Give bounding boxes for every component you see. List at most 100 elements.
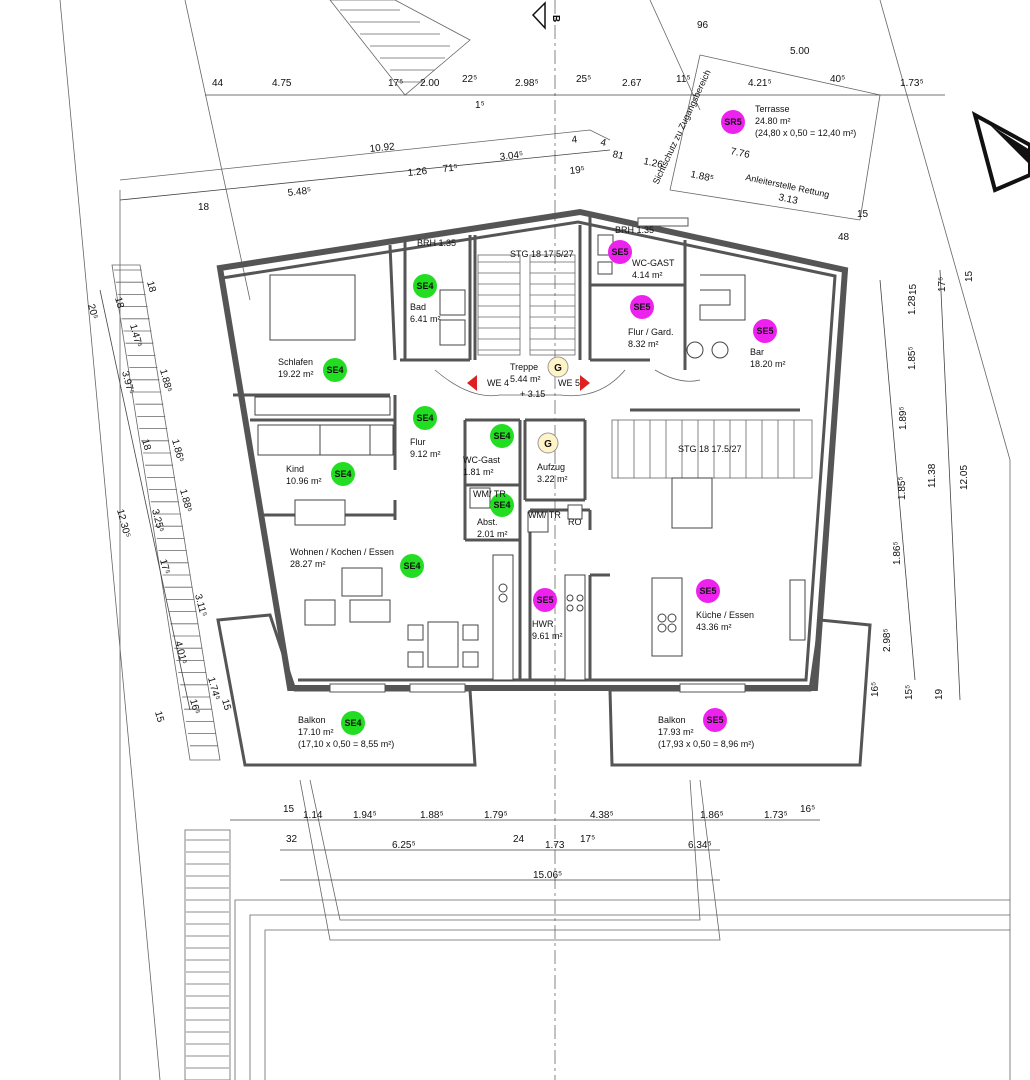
dim-left: 1.47⁵	[127, 323, 144, 349]
dim-313: 3.13	[777, 192, 799, 207]
room-name: Wohnen / Kochen / Essen	[290, 547, 394, 557]
dim-top: 44	[212, 78, 224, 89]
dim-second: 1.26	[642, 156, 664, 171]
dim-top: 22⁵	[462, 74, 477, 85]
unit-badge-wcgast5: SE5	[608, 240, 632, 264]
dim-top: 17⁵	[388, 78, 403, 89]
dim-bottom1: 1.88⁵	[420, 810, 444, 821]
room-area: 6.41 m²	[410, 314, 441, 324]
g-marker: G	[547, 356, 569, 378]
external-stairs-top	[329, 0, 471, 96]
north-arrow-icon	[971, 111, 1030, 193]
kitchen-counter-hwr	[564, 574, 586, 681]
dim-right: 12.05	[959, 465, 970, 490]
bed	[269, 274, 356, 341]
room-area: 43.36 m²	[696, 622, 732, 632]
external-stairs-left	[111, 264, 231, 1080]
unit-badge-schlafen: SE4	[323, 358, 347, 382]
badge-label: SE5	[633, 302, 650, 312]
unit-badge-kind: SE4	[331, 462, 355, 486]
badge-label: SE4	[493, 431, 510, 441]
dim-left: 1.74⁵	[205, 676, 222, 702]
room-name: Abst.	[477, 517, 498, 527]
unit-badge-wcgast4: SE4	[490, 424, 514, 448]
room-name: Balkon	[658, 715, 686, 725]
dim-right: 1.28	[907, 295, 918, 315]
room-name: Terrasse	[755, 104, 790, 114]
room-area: 1.81 m²	[463, 467, 494, 477]
room-area: 17.93 m²	[658, 727, 694, 737]
dim-bottom1: 1.79⁵	[484, 810, 508, 821]
dim-bottom1: 1.14	[303, 810, 323, 821]
unit-badge-kueche: SE5	[696, 579, 720, 603]
room-name: Kind	[286, 464, 304, 474]
we4-label: WE 4	[487, 378, 509, 388]
badge-label: SE5	[699, 586, 716, 596]
dim-bottom3: 15.06⁵	[533, 870, 562, 881]
dim-second: 1.26	[407, 166, 428, 179]
dim-second: 4	[571, 134, 578, 146]
dim-bottom2: 1.73	[545, 840, 565, 851]
dim-top: 4.21⁵	[748, 78, 772, 89]
we5-label: WE 5	[558, 378, 580, 388]
room-area: 9.61 m²	[532, 631, 563, 641]
dim-left: 16⁵	[187, 698, 202, 716]
kitchen-island	[651, 577, 683, 657]
unit-badge-bad: SE4	[413, 274, 437, 298]
building-walls	[216, 208, 849, 691]
site-lines	[59, 0, 1011, 1080]
unit-badge-flur5: SE5	[630, 295, 654, 319]
balcony-se5	[608, 618, 872, 767]
dim-top: 1.73⁵	[900, 78, 924, 89]
room-name: WC-Gast	[463, 455, 500, 465]
room-area: 10.96 m²	[286, 476, 322, 486]
room-name: Flur / Gard.	[628, 327, 674, 337]
room-balkon5: Balkon 17.93 m² (17,93 x 0,50 = 8,96 m²)	[658, 715, 754, 749]
room-name: Flur	[410, 437, 426, 447]
unit-badge-balkon5: SE5	[703, 708, 727, 732]
interior-staircase	[434, 254, 701, 397]
dim-top: 2.98⁵	[515, 78, 539, 89]
dim-second: 3.04⁵	[499, 150, 524, 163]
room-name: Küche / Essen	[696, 610, 754, 620]
badge-label: SE5	[536, 595, 553, 605]
room-name: WC-GAST	[632, 258, 675, 268]
dim-bottom2: 6.34⁵	[688, 840, 712, 851]
dim-left: 15	[152, 710, 166, 724]
dim-second: 71⁵	[442, 162, 458, 175]
dim-top: 4.75	[272, 78, 292, 89]
dim-bottom1: 1.86⁵	[700, 810, 724, 821]
badge-label: SE4	[344, 718, 361, 728]
unit-badge-wohnen: SE4	[400, 554, 424, 578]
dim-left: 15	[219, 698, 233, 712]
dim-right: 1.89⁵	[898, 406, 909, 430]
dim-third: 48	[838, 232, 850, 243]
room-area: 19.22 m²	[278, 369, 314, 379]
room-calc: (17,93 x 0,50 = 8,96 m²)	[658, 739, 754, 749]
we4-arrow-icon	[467, 375, 477, 391]
dim-top: 1⁵	[475, 100, 485, 111]
dim-bottom2: 24	[513, 834, 525, 845]
dim-top: 25⁵	[576, 74, 591, 85]
unit-badge-balkon4: SE4	[341, 711, 365, 735]
dim-left: 18	[112, 296, 126, 310]
we-arrows	[467, 375, 590, 391]
wmtr-label: WM/ TR	[473, 489, 506, 499]
badge-label: SE5	[706, 715, 723, 725]
dim-bottom2: 6.25⁵	[392, 840, 416, 851]
room-name: Treppe	[510, 362, 538, 372]
dim-right: 17⁵	[937, 277, 948, 292]
dim-top: 2.67	[622, 78, 642, 89]
unit-badge-bar: SE5	[753, 319, 777, 343]
dim-top: 5.00	[790, 46, 810, 57]
room-area: 5.44 m²	[510, 374, 541, 384]
room-name: Aufzug	[537, 462, 565, 472]
sichtschutz-label: Sichtschutz zu Zugangsbereich	[651, 68, 713, 186]
